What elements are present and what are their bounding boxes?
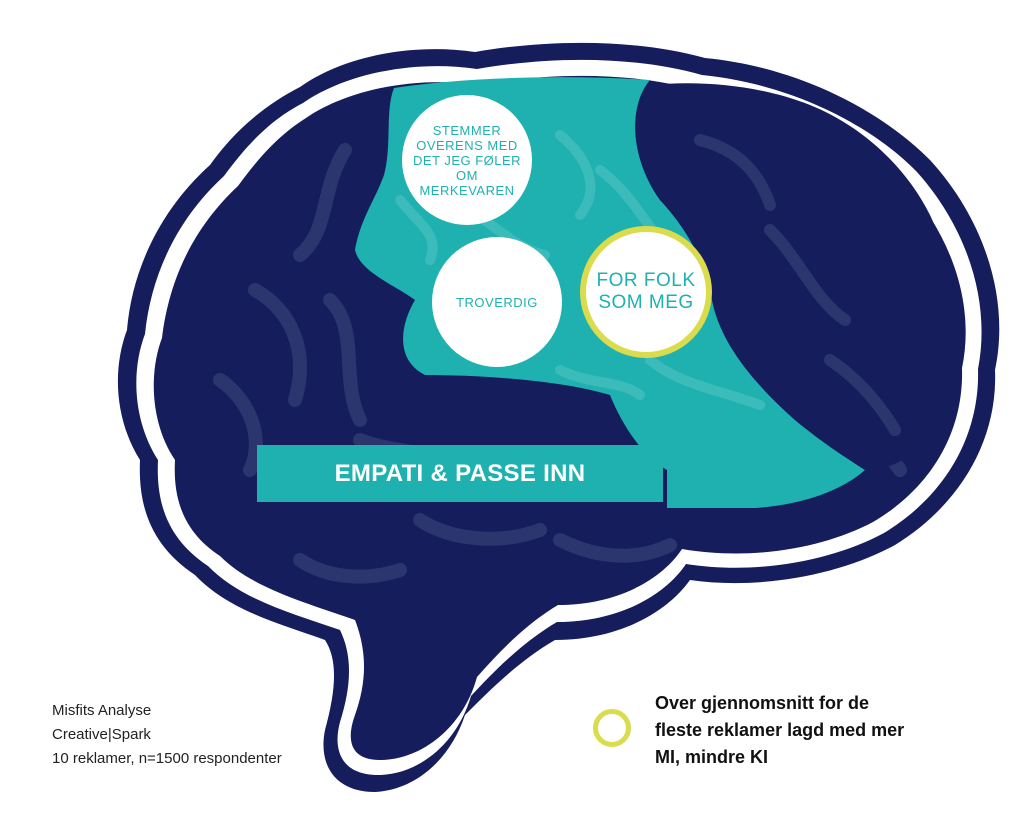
bubble-consistent-with-brand: STEMMER OVERENS MED DET JEG FØLER OM MER…	[402, 95, 532, 225]
bubble-people-like-me: FOR FOLK SOM MEG	[580, 226, 712, 358]
right-lobe-folds	[694, 134, 901, 436]
bubble-credible: TROVERDIG	[432, 237, 562, 367]
source-line-2: Creative|Spark	[52, 726, 151, 743]
legend-ring-icon	[593, 709, 631, 747]
source-note: Misfits Analyse Creative|Spark 10 reklam…	[52, 699, 282, 771]
legend-label: Over gjennomsnitt for de fleste reklamer…	[655, 693, 905, 767]
bubble-people-like-me-label: FOR FOLK SOM MEG	[596, 270, 696, 313]
source-line-1: Misfits Analyse	[52, 702, 152, 719]
empathy-banner-label: EMPATI & PASSE INN	[334, 459, 586, 487]
brain-right-lobe	[635, 83, 958, 471]
bubble-consistent-label: STEMMER OVERENS MED DET JEG FØLER OM MER…	[412, 122, 522, 198]
bubble-credible-label: TROVERDIG	[456, 294, 538, 310]
empathy-banner: EMPATI & PASSE INN	[257, 445, 663, 502]
source-line-3: 10 reklamer, n=1500 respondenter	[52, 750, 282, 767]
